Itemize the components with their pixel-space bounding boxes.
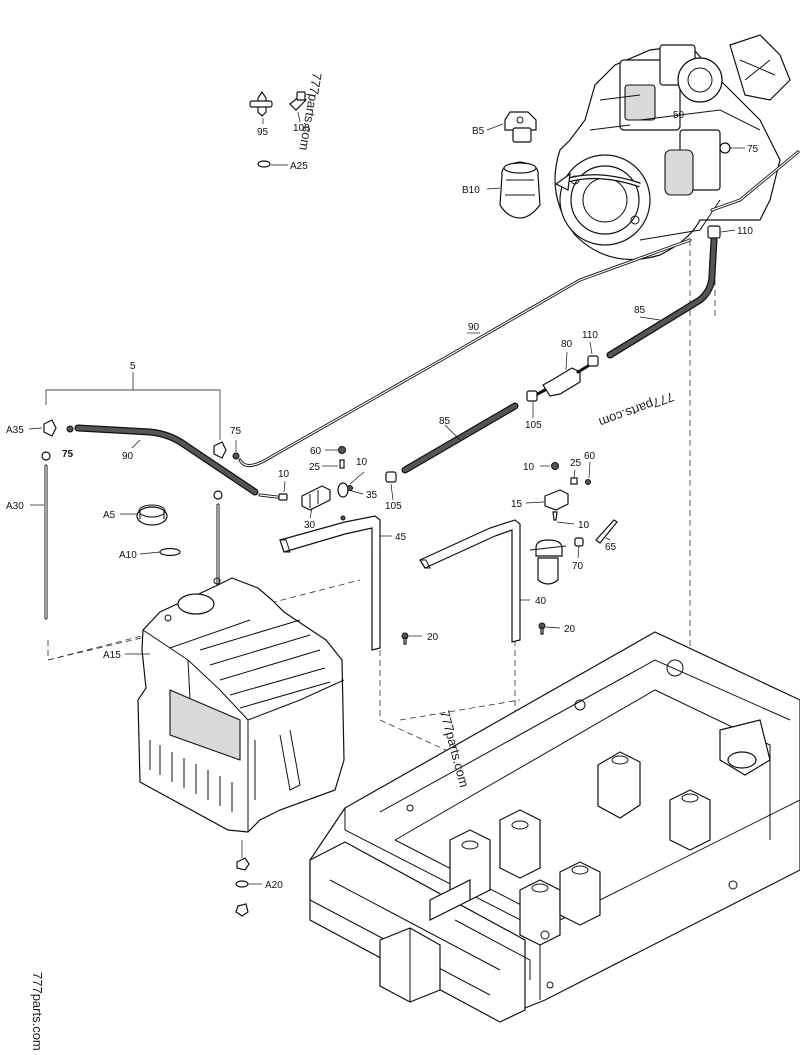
callout-75-top: 75 [747,144,759,155]
callout-95: 95 [257,127,269,138]
bracket-45 [279,515,381,651]
callout-5: 5 [130,361,136,372]
callout-a20: A20 [265,880,283,891]
callout-75-left: 75 [62,449,74,460]
callout-65: 65 [605,542,617,553]
bolts-20 [401,622,546,645]
callout-labels: 95 100 A25 B5 B10 50 75 110 85 110 80 90… [6,110,759,891]
water-separator-parts [278,446,353,511]
return-pipe-top [710,150,800,212]
callout-25-right: 25 [570,458,582,469]
callout-70: 70 [572,561,584,572]
callout-b10: B10 [462,185,480,196]
callout-85-top: 85 [634,305,646,316]
dimension-bracket-5 [45,372,221,440]
callout-10-right-b: 10 [578,520,590,531]
dip-tubes-a30 [44,464,220,620]
callout-80: 80 [561,339,573,350]
callout-110-top: 110 [737,226,753,237]
inline-filter-80 [528,364,590,400]
callout-a35: A35 [6,425,24,436]
engine-assembly [554,34,791,261]
callout-105-left: 105 [385,501,402,512]
callout-40: 40 [535,596,547,607]
callout-85-mid: 85 [439,416,451,427]
callout-b5: B5 [472,126,485,137]
pipe-90 [238,238,692,500]
callout-90-top: 90 [468,322,480,333]
callout-a10: A10 [119,550,137,561]
callout-a25: A25 [290,161,308,172]
callout-15: 15 [511,499,523,510]
fuel-cap-a5 [136,504,181,557]
callout-75-mid: 75 [230,426,242,437]
drain-fittings-a20 [235,840,250,917]
callout-110-mid: 110 [582,330,598,341]
callout-a30: A30 [6,501,24,512]
callout-20-right: 20 [564,624,576,635]
fittings-a35-75 [41,419,240,500]
callout-30: 30 [304,520,316,531]
callout-100: 100 [293,123,310,134]
watermark-bottom-left: 777parts.com [30,972,45,1051]
bracket-40 [419,519,521,643]
callout-a5: A5 [103,510,116,521]
chassis-frame [309,631,800,1023]
hose-90-left [74,424,259,496]
callout-45: 45 [395,532,407,543]
callout-105-mid: 105 [525,420,542,431]
watermark-top: 777parts.com [296,71,324,151]
callout-35: 35 [366,490,378,501]
leader-lines [28,111,745,885]
callout-a15: A15 [103,650,121,661]
callout-25-left: 25 [309,462,321,473]
hose-85-top [587,225,721,367]
fittings-95-100 [249,90,307,168]
fuel-tank-a15 [137,577,345,833]
callout-10-left-a: 10 [278,469,290,480]
fuel-pump-15 [529,462,618,585]
fuel-filter-b5-b10 [499,111,541,219]
hose-85-mid [385,390,538,483]
callout-60-right: 60 [584,451,596,462]
callout-60-left: 60 [310,446,322,457]
callout-20-left: 20 [427,632,439,643]
callout-10-left-b: 10 [356,457,368,468]
watermark-middle-right: 777parts.com [597,389,676,430]
callout-50: 50 [673,110,685,121]
callout-10-right-a: 10 [523,462,535,473]
callout-90-left: 90 [122,451,134,462]
